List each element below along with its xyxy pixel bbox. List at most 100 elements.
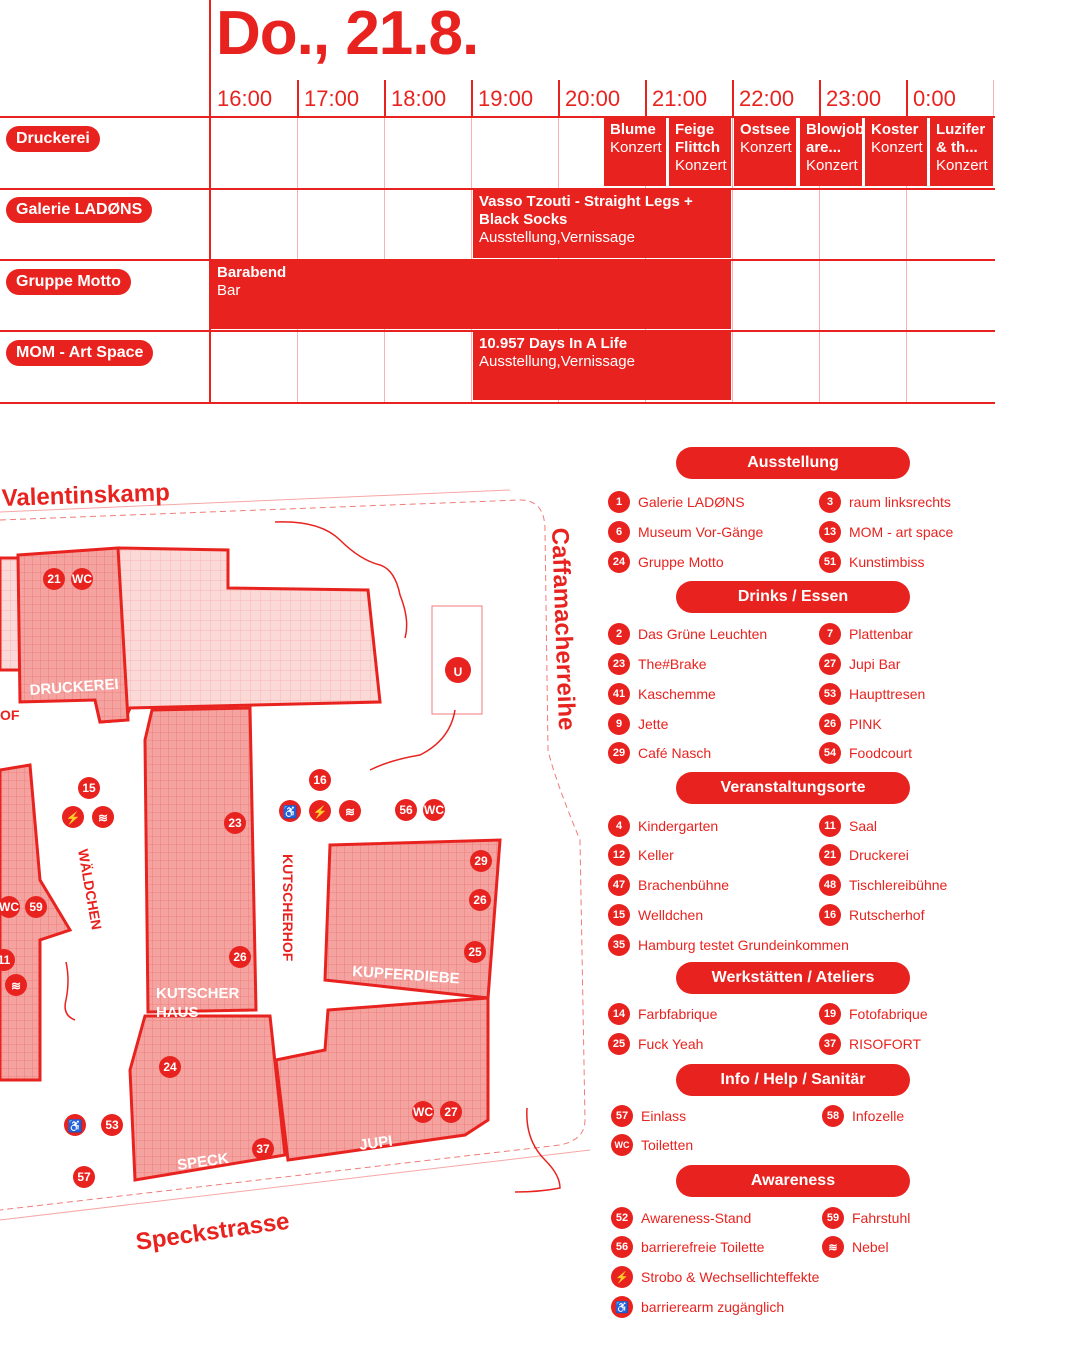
map-marker[interactable]: 24 (159, 1056, 181, 1078)
map-marker[interactable]: 15 (78, 777, 100, 799)
category-info-help[interactable]: Info / Help / Sanitär (676, 1064, 910, 1096)
building-druckerei (16, 546, 130, 724)
accessible-icon: ♿ (64, 1114, 86, 1136)
map-marker[interactable]: 23 (224, 812, 246, 834)
grid-line (0, 402, 995, 404)
site-map: Valentinskamp Caffamacherreihe Speckstra… (0, 420, 600, 1350)
svg-text:≋: ≋ (345, 805, 355, 819)
svg-text:OF: OF (0, 707, 20, 723)
map-marker[interactable]: 56 (395, 799, 417, 821)
grid-line (209, 0, 211, 404)
map-marker[interactable]: 29 (470, 850, 492, 872)
map-marker[interactable]: 26 (469, 889, 491, 911)
subway-icon (445, 657, 471, 683)
category-ausstellung[interactable]: Ausstellung (676, 447, 910, 479)
venue-galerie-ladons[interactable]: Galerie LADØNS (6, 197, 153, 223)
svg-text:11: 11 (0, 953, 11, 967)
map-marker[interactable]: 16 (309, 769, 331, 791)
map-marker[interactable]: 53 (101, 1114, 123, 1136)
category-drinks-essen[interactable]: Drinks / Essen (676, 581, 910, 613)
svg-text:≋: ≋ (98, 811, 108, 825)
svg-text:24: 24 (163, 1060, 177, 1074)
svg-text:⚡: ⚡ (66, 811, 81, 825)
venue-druckerei[interactable]: Druckerei (6, 126, 100, 152)
map-marker[interactable]: 25 (464, 941, 486, 963)
accessible-icon: ♿ (611, 1296, 633, 1318)
svg-text:U: U (454, 665, 463, 679)
grid-line (0, 259, 995, 261)
grid-line (0, 330, 995, 332)
hour-label: 18:00 (391, 86, 447, 111)
venue-mom-art-space[interactable]: MOM - Art Space (6, 340, 154, 366)
map-marker[interactable]: 27 (440, 1101, 462, 1123)
map-marker[interactable]: 57 (73, 1166, 95, 1188)
category-veranstaltungsorte[interactable]: Veranstaltungsorte (676, 772, 910, 804)
map-marker[interactable]: 37 (252, 1138, 274, 1160)
category-awareness[interactable]: Awareness (676, 1165, 910, 1197)
legend-item[interactable]: ≋Nebel (822, 1236, 889, 1258)
event-block[interactable]: Vasso Tzouti - Straight Legs + Black Soc… (473, 190, 731, 258)
svg-text:29: 29 (474, 854, 488, 868)
label-kutscherhaus: KUTSCHER (156, 985, 240, 1002)
svg-text:≋: ≋ (11, 979, 21, 993)
svg-text:37: 37 (256, 1142, 270, 1156)
legend-item[interactable]: ♿barrierearm zugänglich (611, 1296, 784, 1318)
map-marker[interactable]: 26 (229, 946, 251, 968)
svg-text:HAUS: HAUS (156, 1004, 199, 1021)
venue-gruppe-motto[interactable]: Gruppe Motto (6, 269, 131, 295)
category-werkstaetten[interactable]: Werkstätten / Ateliers (676, 962, 910, 994)
event-block[interactable]: Blowjob are...Konzert (800, 118, 862, 186)
map-marker[interactable]: 59 (25, 896, 47, 918)
fog-icon: ≋ (339, 800, 361, 822)
label-kutscherhof: KUTSCHERHOF (280, 854, 296, 962)
map-marker[interactable]: 21 (43, 568, 65, 590)
event-block[interactable]: Luzifer & th...Konzert (930, 118, 993, 186)
map-marker[interactable]: 11 (0, 949, 15, 971)
svg-text:⚡: ⚡ (313, 805, 328, 819)
legend-item[interactable]: ⚡Strobo & Wechsellichteffekte (611, 1266, 819, 1288)
hour-label: 20:00 (565, 86, 621, 111)
